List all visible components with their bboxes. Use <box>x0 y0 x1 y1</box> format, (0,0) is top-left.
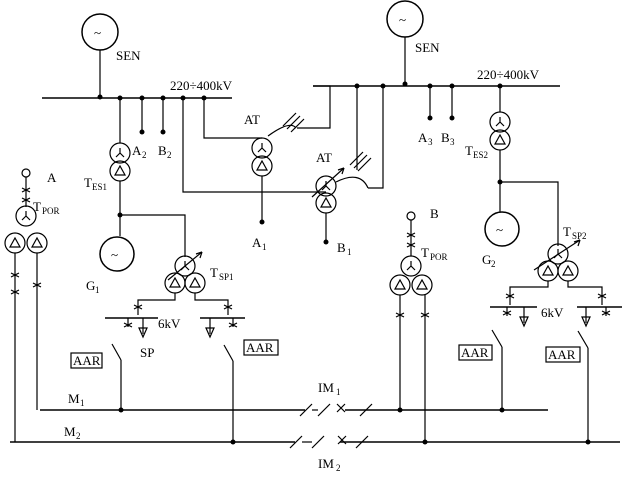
svg-text:1: 1 <box>80 398 85 408</box>
bus-right-voltage-label: 220÷400kV <box>477 67 540 82</box>
feeder-a2-label: A <box>132 143 142 158</box>
kv6-right-label: 6kV <box>541 305 564 320</box>
tsp1-label: T <box>210 265 218 280</box>
point-a-label: A <box>47 170 57 185</box>
sen-right-label: SEN <box>415 40 440 55</box>
tes2-label: T <box>465 143 473 158</box>
svg-text:1: 1 <box>336 387 341 397</box>
transformer-tes1: T ES1 <box>84 98 131 236</box>
sen-left-label: SEN <box>116 48 141 63</box>
bus-left-220-400kv: 220÷400kV <box>42 78 233 101</box>
point-a1-label: A <box>252 235 262 250</box>
svg-text:ES1: ES1 <box>92 182 107 192</box>
aar-switches: AAR AAR AAR AAR <box>70 329 589 442</box>
sp-label: SP <box>140 345 154 360</box>
svg-text:POR: POR <box>430 252 448 262</box>
transformer-tpor-a: A T POR <box>4 168 60 442</box>
bus-left-voltage-label: 220÷400kV <box>170 78 233 93</box>
sen-right-source: ~ SEN <box>386 0 440 87</box>
at-lower-label: AT <box>316 150 332 165</box>
g1-label: G <box>86 278 95 293</box>
bus-right-220-400kv: 220÷400kV <box>313 67 560 89</box>
aar-right1-label: AAR <box>461 345 489 360</box>
at-upper-label: AT <box>244 112 260 127</box>
g2-label: G <box>482 252 491 267</box>
point-b-label: B <box>430 206 439 221</box>
transformer-tpor-b: B T POR <box>389 206 448 442</box>
im2-label: IM <box>318 456 334 471</box>
m1-label: M <box>68 391 80 406</box>
svg-text:2: 2 <box>167 150 172 160</box>
kv6-left-label: 6kV <box>158 316 181 331</box>
svg-text:ES2: ES2 <box>473 150 488 160</box>
svg-text:2: 2 <box>76 431 81 441</box>
svg-text:1: 1 <box>95 285 100 295</box>
feeders-a2-b2: A 2 B 2 <box>132 98 172 160</box>
tes1-label: T <box>84 175 92 190</box>
svg-text:2: 2 <box>336 463 341 473</box>
aar-mid-label: AAR <box>246 340 274 355</box>
tsp2-label: T <box>563 224 571 239</box>
gen-symbol: ~ <box>496 222 503 237</box>
tpor-a-label: T <box>33 199 41 214</box>
transformer-tsp2: T SP2 <box>500 181 607 305</box>
gen-symbol: ~ <box>94 25 101 40</box>
svg-text:SP2: SP2 <box>572 231 587 241</box>
bus-m1: M 1 IM 1 <box>40 380 548 417</box>
autotransformer-at-lower: AT B 1 <box>182 86 384 257</box>
feeder-b3-label: B <box>441 130 450 145</box>
svg-text:POR: POR <box>42 206 60 216</box>
svg-text:SP1: SP1 <box>219 272 234 282</box>
sen-left-source: ~ SEN <box>81 13 141 100</box>
switchgear-6kv-right: 6kV <box>490 305 622 328</box>
feeder-b2-label: B <box>158 143 167 158</box>
svg-text:1: 1 <box>262 242 267 252</box>
generator-g1: ~ G 1 <box>86 236 135 295</box>
aar-right2-label: AAR <box>548 347 576 362</box>
gen-symbol: ~ <box>111 247 118 262</box>
aar-left-label: AAR <box>73 353 101 368</box>
autotransformer-at-upper: AT A 1 <box>203 85 331 252</box>
svg-text:3: 3 <box>450 137 455 147</box>
feeder-a3-label: A <box>418 130 428 145</box>
svg-text:3: 3 <box>428 137 433 147</box>
point-b1-label: B <box>337 240 346 255</box>
im1-label: IM <box>318 380 334 395</box>
switchgear-6kv-left: 6kV SP <box>105 316 245 360</box>
gen-symbol: ~ <box>399 12 406 27</box>
m2-label: M <box>64 424 76 439</box>
svg-text:2: 2 <box>142 150 147 160</box>
transformer-tes2: T ES2 <box>465 86 511 212</box>
feeders-a3-b3: A 3 B 3 <box>418 86 455 147</box>
tpor-b-label: T <box>421 245 429 260</box>
generator-g2: ~ G 2 <box>482 211 520 269</box>
svg-text:2: 2 <box>491 259 496 269</box>
bus-m2: M 2 IM 2 <box>10 424 620 473</box>
transformer-tsp1: T SP1 <box>120 214 234 315</box>
svg-text:1: 1 <box>347 247 352 257</box>
